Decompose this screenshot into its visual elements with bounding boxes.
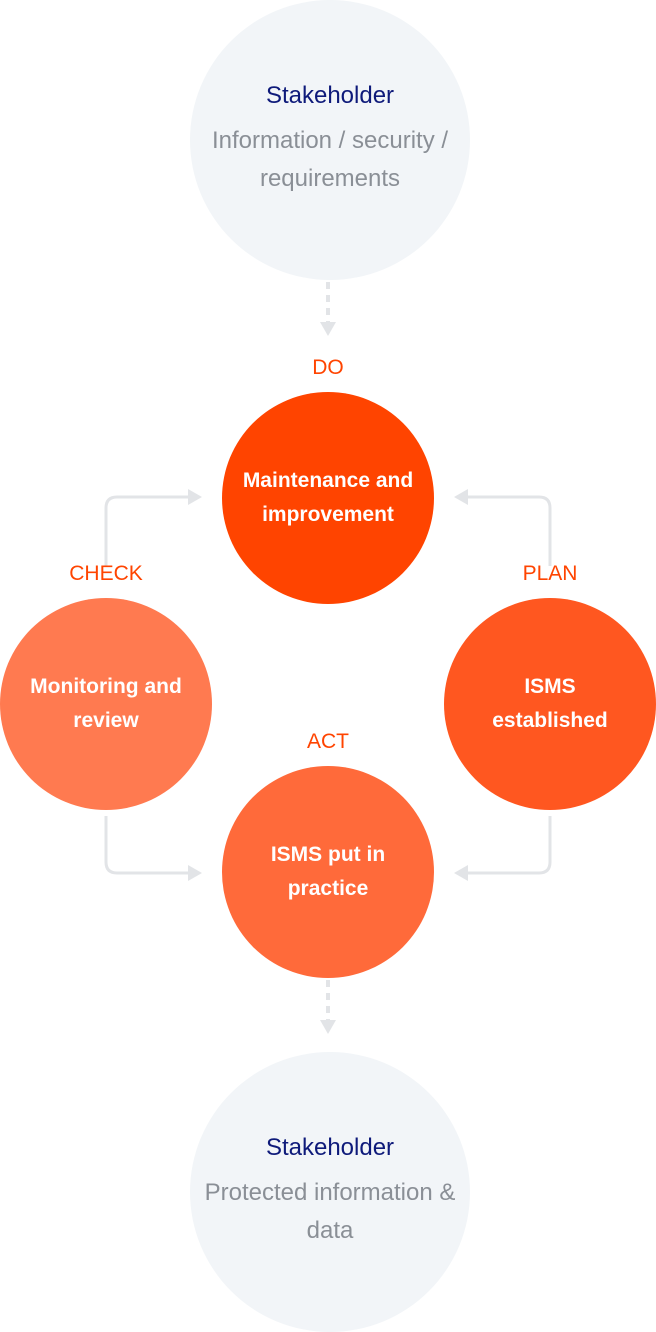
arrow-plan-to-do [454, 489, 552, 566]
act-label: ACT [307, 730, 349, 753]
plan-label: PLAN [522, 562, 578, 585]
arrow-check-to-do [104, 489, 202, 566]
bottom-stakeholder-circle: Stakeholder Protected information & data [190, 1052, 470, 1332]
top-stakeholder-title: Stakeholder [265, 82, 395, 109]
check-label: CHECK [69, 562, 143, 585]
top-dashed-arrow [320, 282, 336, 336]
do-circle: Maintenance and improvement [222, 392, 434, 604]
check-circle: Monitoring and review [0, 598, 212, 810]
plan-circle: ISMS established [444, 598, 656, 810]
plan-text: ISMS established [492, 675, 608, 732]
do-label: DO [312, 356, 344, 379]
top-stakeholder-description: Information / security / requirements [211, 127, 449, 192]
do-text: Maintenance and improvement [242, 469, 414, 526]
bottom-stakeholder-description: Protected information & data [204, 1179, 456, 1244]
arrow-plan-to-act [454, 816, 552, 881]
bottom-stakeholder-title: Stakeholder [265, 1134, 395, 1161]
check-text: Monitoring and review [30, 675, 182, 732]
act-text: ISMS put in practice [270, 843, 386, 900]
act-circle: ISMS put in practice [222, 766, 434, 978]
arrow-check-to-act [104, 816, 202, 881]
bottom-dashed-arrow [320, 980, 336, 1034]
top-stakeholder-circle: Stakeholder Information / security / req… [190, 0, 470, 280]
